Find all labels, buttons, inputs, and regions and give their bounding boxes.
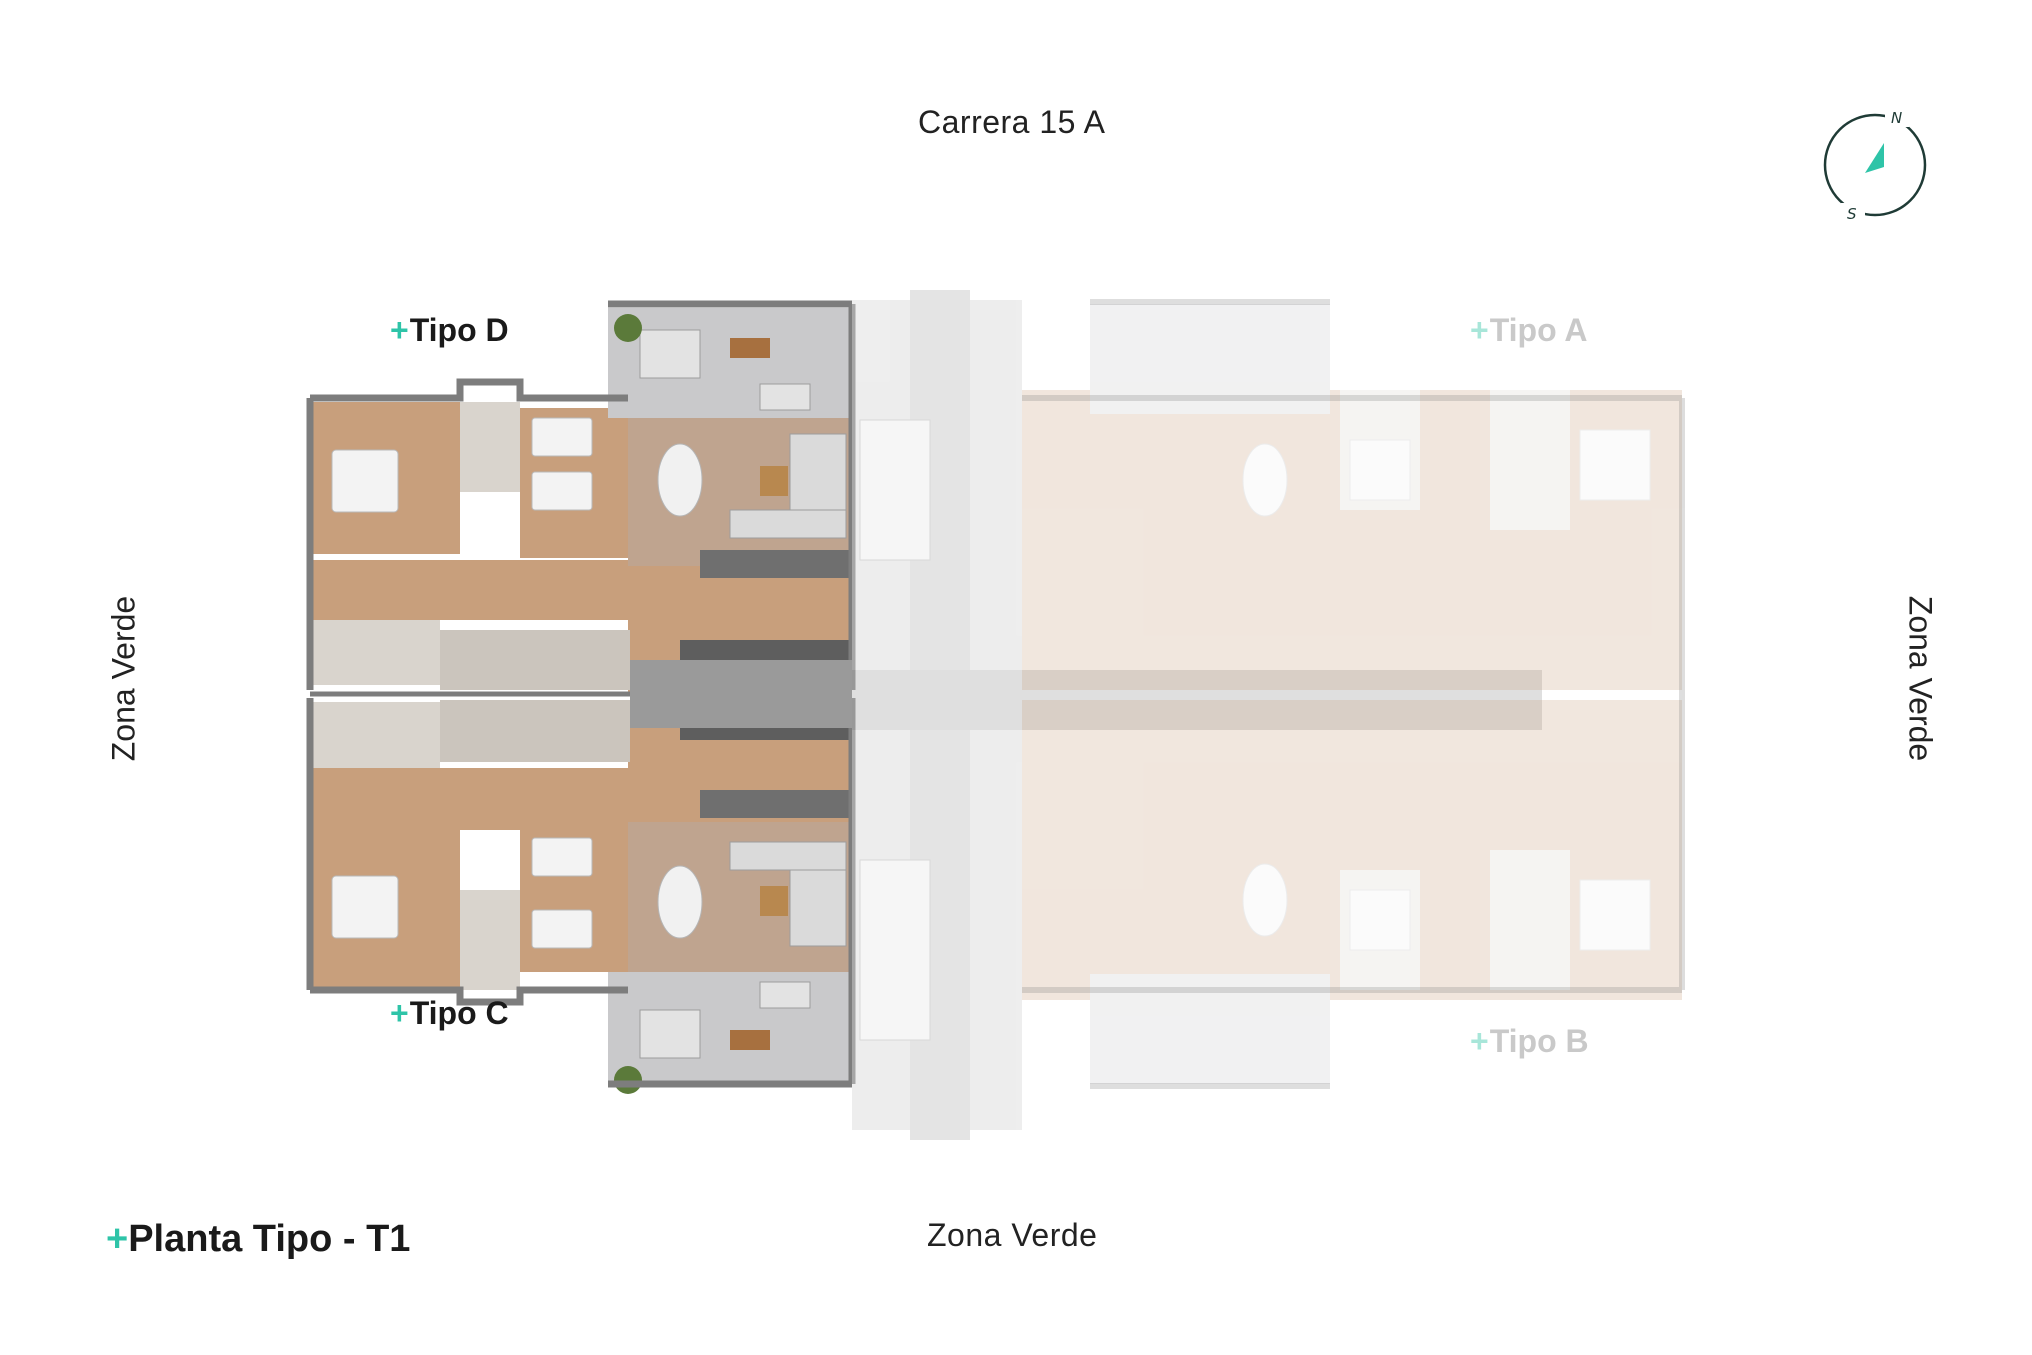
plus-icon: +	[390, 995, 409, 1031]
side-label-right: Zona Verde	[1902, 595, 1939, 762]
unit-label-text: Tipo B	[1489, 1023, 1589, 1059]
unit-label-tipo-a[interactable]: +Tipo A	[1470, 312, 1587, 349]
unit-label-text: Tipo A	[1489, 312, 1588, 348]
unit-tipo-b[interactable]	[1022, 700, 1682, 1084]
core-stairs	[852, 290, 1542, 1140]
compass-south: S	[1847, 205, 1857, 223]
plan-title: +Planta Tipo - T1	[106, 1218, 410, 1261]
unit-tipo-c[interactable]	[310, 700, 852, 1094]
unit-label-tipo-b[interactable]: +Tipo B	[1470, 1023, 1589, 1060]
unit-label-text: Tipo D	[409, 312, 509, 348]
compass-icon: N S	[1823, 105, 1927, 225]
unit-label-text: Tipo C	[409, 995, 509, 1031]
plan-title-text: Planta Tipo - T1	[128, 1218, 411, 1260]
floor-plan	[306, 290, 1685, 1140]
unit-tipo-d[interactable]	[310, 308, 852, 692]
plus-icon: +	[390, 312, 409, 348]
plus-icon: +	[1470, 1023, 1489, 1059]
corridor	[630, 660, 852, 728]
unit-tipo-a[interactable]	[1022, 304, 1682, 690]
unit-label-tipo-d[interactable]: +Tipo D	[390, 312, 509, 349]
compass-north: N	[1891, 109, 1902, 127]
unit-label-tipo-c[interactable]: +Tipo C	[390, 995, 509, 1032]
street-label-top: Carrera 15 A	[918, 104, 1106, 140]
plus-icon: +	[106, 1218, 129, 1260]
side-label-left: Zona Verde	[105, 595, 142, 762]
street-label-bottom: Zona Verde	[927, 1217, 1098, 1253]
plus-icon: +	[1470, 312, 1489, 348]
